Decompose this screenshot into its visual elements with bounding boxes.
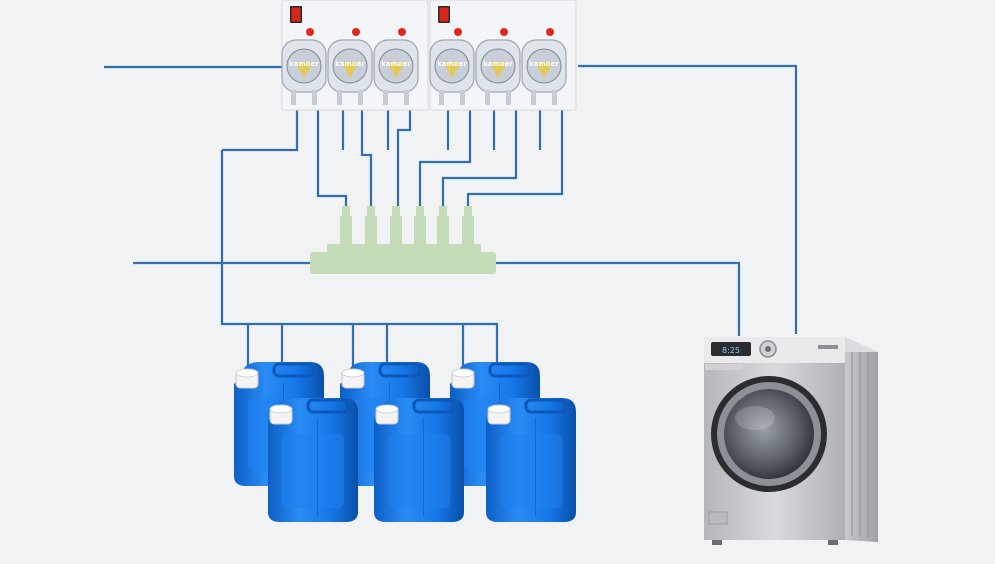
tubing-network <box>104 64 798 410</box>
pump-outlet-3 <box>396 105 412 210</box>
washer-display-text: 8:25 <box>722 346 740 355</box>
peristaltic-pump-icon: kamoer <box>373 28 419 105</box>
washer-service-hatch <box>708 511 728 525</box>
chemical-canisters <box>234 362 576 522</box>
pump-outlet-4 <box>418 105 472 210</box>
manifold-inlet-port <box>390 206 402 246</box>
washer-foot-right <box>828 540 838 545</box>
washer-foot-left <box>712 540 722 545</box>
pump-brand-label: kamoer <box>381 60 411 68</box>
canister-handle <box>272 362 316 378</box>
pump-outlet-6 <box>466 105 564 210</box>
pump-outlet-1 <box>316 105 348 210</box>
pump-brand-label: kamoer <box>483 60 513 68</box>
canister-label-area <box>282 434 344 508</box>
peristaltic-pump-icon: kamoer <box>281 28 327 105</box>
pump-brand-label: kamoer <box>529 60 559 68</box>
pump-unit: kamoer kamoer kamoer <box>429 0 577 111</box>
washer-door-reflection <box>735 406 775 430</box>
washer-door-glass <box>724 389 814 479</box>
pump-outlet-2 <box>360 105 373 210</box>
washer-side-panel <box>845 337 878 542</box>
canister-feed-frame <box>220 150 499 362</box>
pump-brand-label: kamoer <box>289 60 319 68</box>
washer-display <box>711 342 751 356</box>
status-led-icon <box>454 28 462 36</box>
manifold-inlet-port <box>365 206 377 246</box>
canister-handle <box>524 398 568 414</box>
manifold-inlet-port <box>437 206 449 246</box>
pump-outlet-5 <box>441 105 518 210</box>
jerrycan-icon <box>374 398 464 522</box>
status-led-icon <box>500 28 508 36</box>
pump-unit: kamoer kamoer kamoer <box>281 0 429 111</box>
manifold <box>310 206 496 274</box>
pump-brand-label: kamoer <box>437 60 467 68</box>
jerrycan-icon <box>268 398 358 522</box>
rocker-switch-icon[interactable] <box>438 6 450 23</box>
washer-brand-plate <box>818 345 838 349</box>
canister-label-area <box>500 434 562 508</box>
manifold-to-washer-line <box>494 261 741 336</box>
peristaltic-pump-icon: kamoer <box>521 28 567 105</box>
washer-detergent-drawer <box>705 364 743 370</box>
rocker-switch-icon[interactable] <box>290 6 302 23</box>
pump-brand-label: kamoer <box>335 60 365 68</box>
manifold-body <box>310 252 496 274</box>
peristaltic-pump-icon: kamoer <box>429 28 475 105</box>
status-led-icon <box>398 28 406 36</box>
front-load-washer-icon: 8:25 <box>704 337 878 545</box>
washer-signal-line <box>578 64 798 334</box>
status-led-icon <box>352 28 360 36</box>
canister-handle <box>378 362 422 378</box>
peristaltic-pump-icon: kamoer <box>327 28 373 105</box>
jerrycan-icon <box>486 398 576 522</box>
manifold-inlet-port <box>462 206 474 246</box>
canister-label-area <box>388 434 450 508</box>
peristaltic-pump-controller: kamoer kamoer kamoer kamoer kamoer kamoer <box>281 0 577 111</box>
canister-handle <box>412 398 456 414</box>
washer-knob-center <box>765 346 771 352</box>
manifold-top-rail <box>327 244 481 256</box>
washer-side-ribs <box>851 345 869 538</box>
manifold-inlet-port <box>340 206 352 246</box>
canister-handle <box>306 398 350 414</box>
canister-handle <box>488 362 532 378</box>
status-led-icon <box>546 28 554 36</box>
pump-intake-header <box>222 105 299 152</box>
status-led-icon <box>306 28 314 36</box>
peristaltic-pump-icon: kamoer <box>475 28 521 105</box>
manifold-inlet-port <box>414 206 426 246</box>
